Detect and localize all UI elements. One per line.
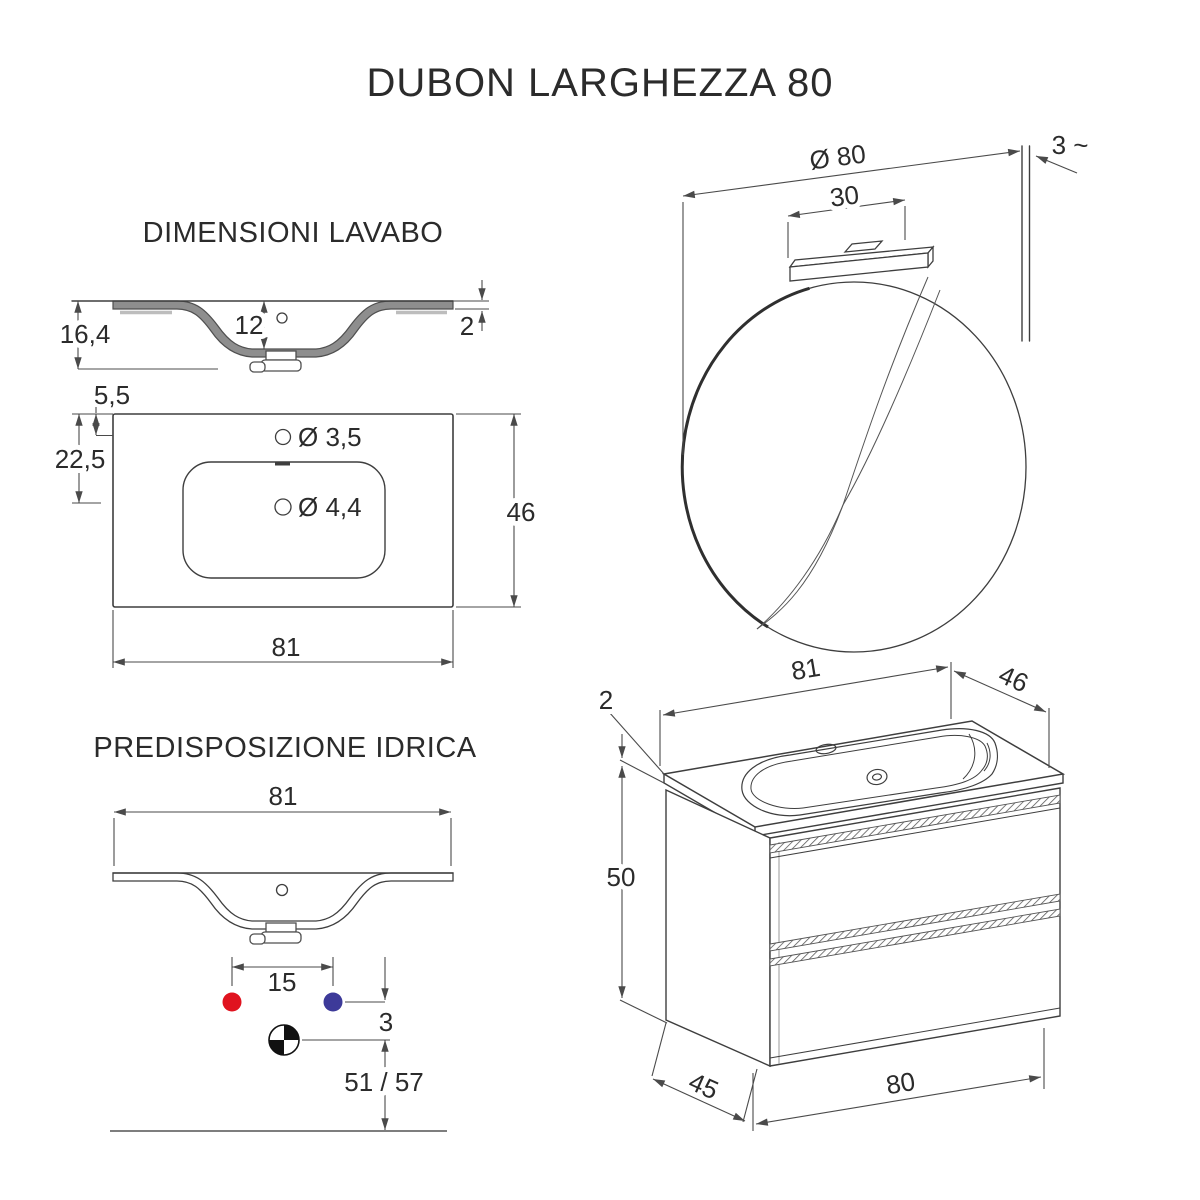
mirror-reflection <box>756 276 941 630</box>
mirror-drawing: Ø 80 30 3 ~ <box>680 125 1093 653</box>
idrica-section: PREDISPOSIZIONE IDRICA 81 15 3 <box>93 732 476 1132</box>
mirror-lamp <box>788 240 935 282</box>
dim-edge-thickness: 2 <box>460 311 474 341</box>
cabinet-front-face <box>769 787 1061 1067</box>
dim-faucet-hole-diameter: Ø 3,5 <box>298 422 362 452</box>
mirror-edge-shade <box>680 286 810 629</box>
vanity-drawing: 81 46 2 50 45 80 <box>594 647 1066 1131</box>
basin-profile-outline <box>112 872 454 930</box>
lavabo-heading: DIMENSIONI LAVABO <box>143 217 444 249</box>
dim-supply-spacing: 15 <box>268 967 297 997</box>
basin-cross-section: DIMENSIONI LAVABO 16,4 12 2 <box>55 217 489 373</box>
page-title: DUBON LARGHEZZA 80 <box>366 61 833 105</box>
dim-idrica-width: 81 <box>269 781 298 811</box>
basin-plan-view: Ø 3,5 Ø 4,4 5,5 22,5 46 81 <box>50 375 540 668</box>
drain-hole <box>274 498 292 516</box>
dim-vanity-height: 50 <box>607 862 636 892</box>
dim-vanity-bottom-width: 80 <box>884 1066 917 1100</box>
drain-center-symbol <box>268 1024 300 1056</box>
dim-lamp-width: 30 <box>828 179 861 213</box>
dim-total-height: 16,4 <box>60 319 111 349</box>
dim-plan-depth: 46 <box>507 497 536 527</box>
dim-plan-width: 81 <box>272 632 301 662</box>
dim-supply-drain-gap: 3 <box>379 1007 393 1037</box>
counter-basin <box>741 728 998 817</box>
dim-vanity-top-width: 81 <box>789 652 822 686</box>
cabinet-side-face <box>665 788 771 1068</box>
hot-water-point <box>222 992 242 1012</box>
overflow-hole-section <box>276 312 288 324</box>
cold-water-point <box>323 992 343 1012</box>
idrica-heading: PREDISPOSIZIONE IDRICA <box>93 732 476 764</box>
dim-bowl-depth: 12 <box>235 310 264 340</box>
faucet-hole <box>274 428 292 446</box>
basin-profile-filled <box>112 300 454 358</box>
drain-fitting-2 <box>249 922 302 945</box>
dim-hole-mid-offset: 22,5 <box>55 444 106 474</box>
dim-wall-gap: 3 ~ <box>1052 130 1089 160</box>
faucet-hole-3d <box>815 743 837 755</box>
drawer-grooves <box>769 794 1061 1059</box>
dim-drain-floor-height: 51 / 57 <box>344 1067 424 1097</box>
drain-3d <box>866 768 888 786</box>
overflow-hole-section-2 <box>275 883 289 897</box>
drain-fitting <box>249 350 302 373</box>
dim-counter-thickness: 2 <box>599 685 613 715</box>
dim-hole-top-offset: 5,5 <box>94 380 130 410</box>
dim-drain-hole-diameter: Ø 4,4 <box>298 492 362 522</box>
